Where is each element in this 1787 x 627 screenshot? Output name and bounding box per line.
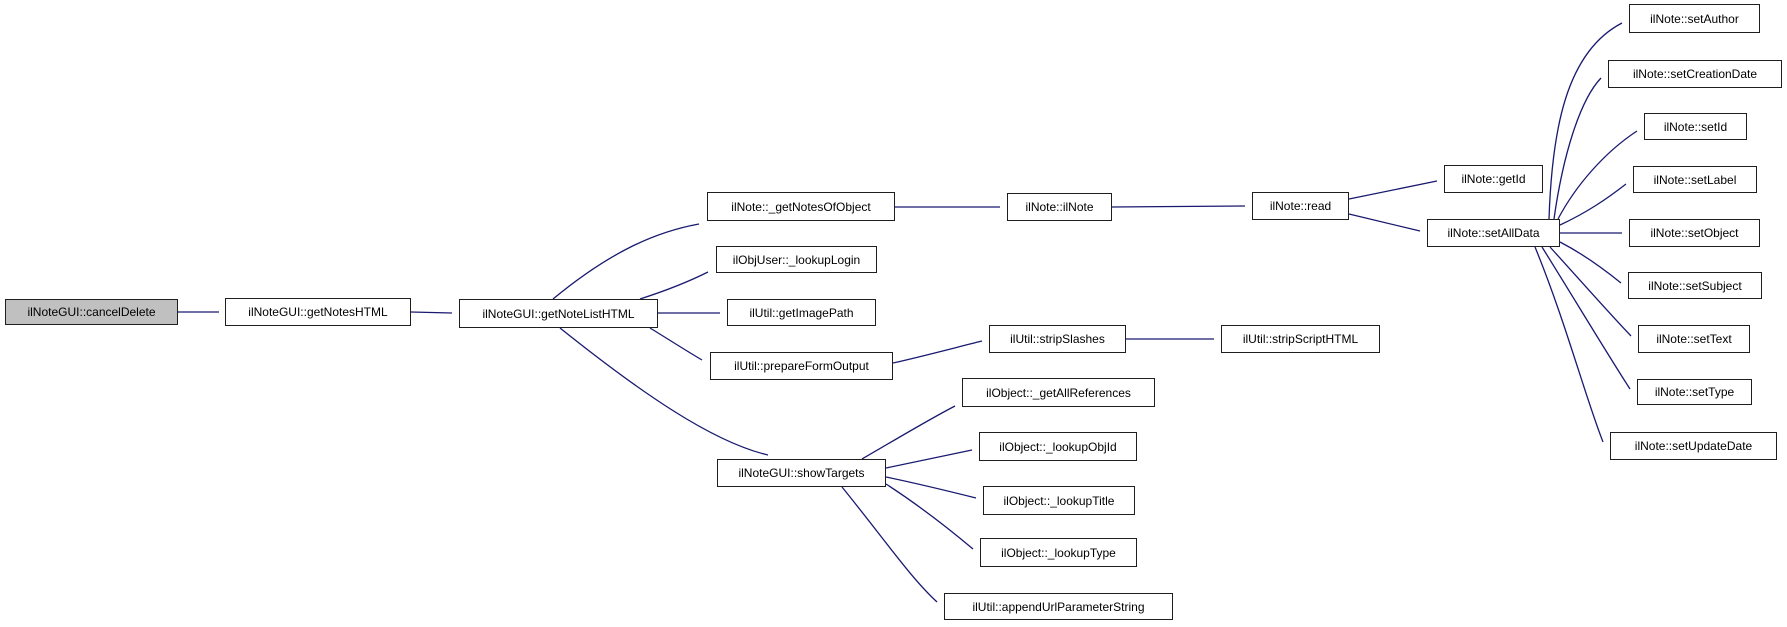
edge-ilNote-read <box>1111 205 1246 208</box>
node-lookupTitle[interactable]: ilObject::_lookupTitle <box>983 486 1135 515</box>
edge-showTargets-lookupObjId <box>885 449 973 469</box>
node-stripSlashes[interactable]: ilUtil::stripSlashes <box>989 325 1126 353</box>
node-lookupLogin[interactable]: ilObjUser::_lookupLogin <box>716 246 877 273</box>
node-getNotesOfObject[interactable]: ilNote::_getNotesOfObject <box>707 192 895 221</box>
edge-setAllData-setSubject <box>1559 241 1622 284</box>
edge-showTargets-lookupType <box>885 483 974 550</box>
node-getNoteListHTML[interactable]: ilNoteGUI::getNoteListHTML <box>459 299 658 328</box>
node-ilNote[interactable]: ilNote::ilNote <box>1007 193 1112 221</box>
edge-prepareFormOutput-stripSlashes <box>892 340 983 364</box>
edge-showTargets-appendUrl <box>841 486 938 603</box>
node-lookupType[interactable]: ilObject::_lookupType <box>980 538 1137 567</box>
edge-getNoteListHTML-getNotesOfObject <box>552 223 700 300</box>
edge-setAllData-setCreationDate <box>1553 77 1602 220</box>
node-appendUrl[interactable]: ilUtil::appendUrlParameterString <box>944 593 1173 620</box>
node-setUpdateDate[interactable]: ilNote::setUpdateDate <box>1610 432 1777 460</box>
edge-setAllData-setId <box>1557 130 1638 220</box>
node-lookupObjId[interactable]: ilObject::_lookupObjId <box>979 432 1137 461</box>
node-stripScriptHTML[interactable]: ilUtil::stripScriptHTML <box>1221 325 1380 353</box>
edge-getNoteListHTML-lookupLogin <box>639 271 709 300</box>
node-setId[interactable]: ilNote::setId <box>1644 113 1747 140</box>
node-getAllReferences[interactable]: ilObject::_getAllReferences <box>962 378 1155 407</box>
node-setAllData[interactable]: ilNote::setAllData <box>1427 219 1560 247</box>
edge-getNotesHTML-getNoteListHTML <box>410 311 453 314</box>
node-cancelDelete: ilNoteGUI::cancelDelete <box>5 299 178 325</box>
node-getId[interactable]: ilNote::getId <box>1444 165 1543 193</box>
node-setAuthor[interactable]: ilNote::setAuthor <box>1629 4 1760 33</box>
node-getNotesHTML[interactable]: ilNoteGUI::getNotesHTML <box>225 298 411 326</box>
edge-setAllData-setAuthor <box>1548 22 1623 220</box>
node-setCreationDate[interactable]: ilNote::setCreationDate <box>1608 60 1782 88</box>
edge-getNoteListHTML-prepareFormOutput <box>649 327 703 361</box>
edge-setAllData-setUpdateDate <box>1534 246 1604 443</box>
edge-showTargets-getAllReferences <box>861 405 956 460</box>
edge-setAllData-setType <box>1541 246 1631 390</box>
node-setObject[interactable]: ilNote::setObject <box>1629 219 1760 247</box>
edge-read-setAllData <box>1348 213 1421 232</box>
edge-read-getId <box>1348 180 1438 200</box>
node-setType[interactable]: ilNote::setType <box>1637 379 1752 405</box>
node-prepareFormOutput[interactable]: ilUtil::prepareFormOutput <box>710 352 893 380</box>
node-setSubject[interactable]: ilNote::setSubject <box>1628 272 1762 299</box>
edge-getNoteListHTML-showTargets <box>559 327 769 456</box>
node-getImagePath[interactable]: ilUtil::getImagePath <box>727 299 876 326</box>
edge-showTargets-lookupTitle <box>885 476 977 499</box>
node-read[interactable]: ilNote::read <box>1252 192 1349 220</box>
node-setText[interactable]: ilNote::setText <box>1638 325 1750 353</box>
node-setLabel[interactable]: ilNote::setLabel <box>1633 166 1757 193</box>
edges-group <box>178 22 1638 603</box>
edge-setAllData-setText <box>1549 246 1632 337</box>
node-showTargets[interactable]: ilNoteGUI::showTargets <box>717 459 886 487</box>
edge-setAllData-setLabel <box>1559 183 1627 226</box>
